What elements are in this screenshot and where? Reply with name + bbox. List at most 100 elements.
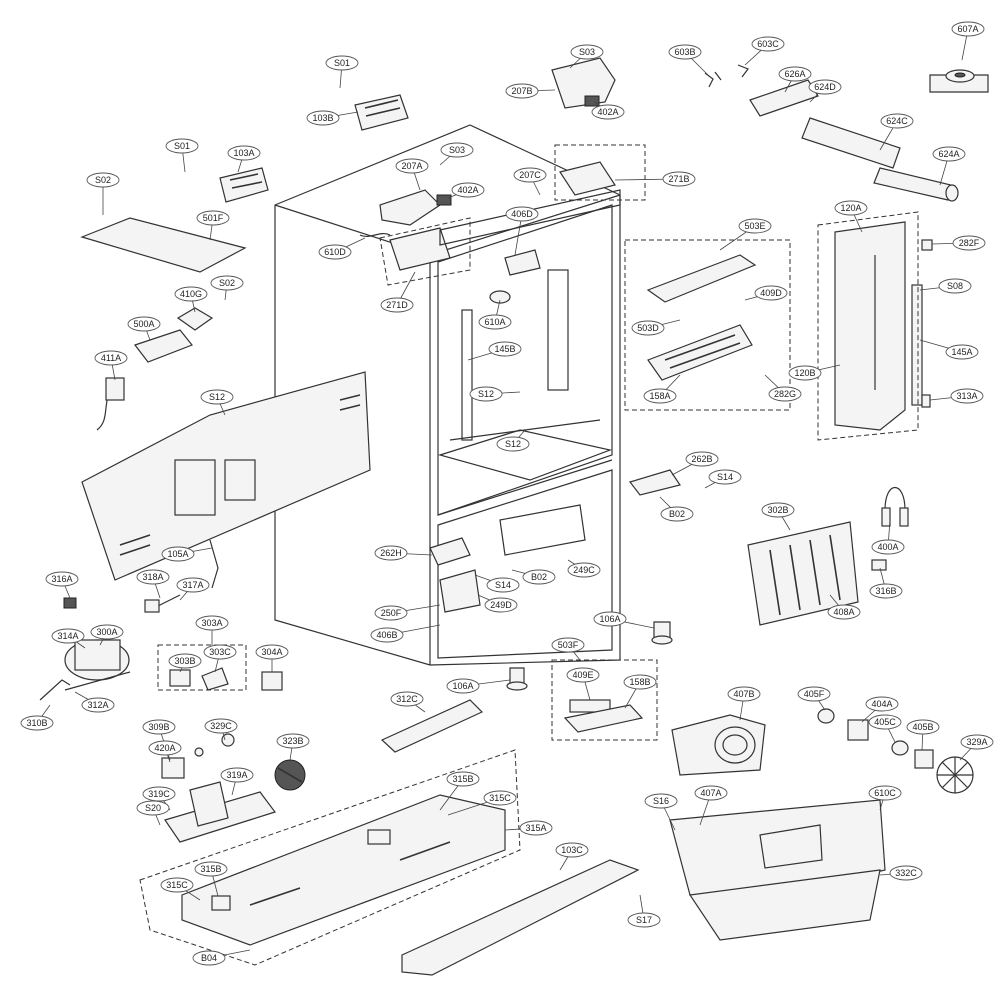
callout-oval — [136, 800, 170, 816]
callout-oval — [871, 539, 905, 555]
callout-145a: 145A — [919, 339, 979, 360]
callout-319c: 319C — [142, 786, 176, 811]
part-number: 315B — [452, 774, 473, 784]
callout-oval — [142, 719, 176, 735]
group-271b — [554, 144, 646, 201]
callout-oval — [195, 615, 229, 631]
callout-s08: S08 — [919, 278, 972, 294]
callout-oval — [768, 386, 802, 402]
callout-oval — [505, 83, 539, 99]
part-number: 406B — [376, 630, 397, 640]
part-number: 319A — [226, 770, 247, 780]
callout-oval — [81, 697, 115, 713]
callout-oval — [374, 605, 408, 621]
callout-oval — [945, 344, 979, 360]
callout-oval — [380, 297, 414, 313]
callout-oval — [306, 110, 340, 126]
callout-oval — [567, 562, 601, 578]
part-number: 300A — [96, 627, 117, 637]
callout-s20: S20 — [136, 800, 170, 826]
callout-oval — [478, 314, 512, 330]
part-number: 103A — [233, 148, 254, 158]
part-number: 323B — [282, 736, 303, 746]
callout-262b: 262B — [671, 451, 719, 476]
part-number: 103B — [312, 113, 333, 123]
part-number: 120B — [794, 368, 815, 378]
callout-626a: 626A — [778, 66, 812, 93]
callout-503d: 503D — [631, 319, 681, 336]
callout-oval — [880, 113, 914, 129]
part-number: 271D — [386, 300, 408, 310]
callout-oval — [86, 172, 120, 188]
callout-624d: 624D — [808, 79, 842, 103]
callout-315c: 315C — [447, 790, 517, 816]
callout-oval — [318, 244, 352, 260]
part-number: 158B — [629, 677, 650, 687]
callout-oval — [591, 104, 625, 120]
part-number: 304A — [261, 647, 282, 657]
part-number: 503D — [637, 323, 659, 333]
callout-oval — [276, 733, 310, 749]
callout-249d: 249D — [477, 594, 518, 613]
part-number: 610A — [484, 317, 505, 327]
callout-282f: 282F — [931, 235, 986, 251]
callout-oval — [165, 138, 199, 154]
part-number: 503F — [558, 640, 579, 650]
refrigerator-cabinet — [274, 124, 621, 666]
callout-323b: 323B — [276, 733, 310, 761]
callout-oval — [754, 285, 788, 301]
callout-s01: S01 — [165, 138, 199, 173]
callout-317a: 317A — [176, 577, 210, 601]
callout-oval — [161, 546, 195, 562]
callout-406d: 406D — [505, 206, 539, 256]
callout-402a: 402A — [591, 101, 625, 120]
callout-503f: 503F — [551, 637, 585, 661]
callout-oval — [203, 644, 237, 660]
part-number: 317A — [182, 580, 203, 590]
part-number: S03 — [449, 145, 465, 155]
callout-oval — [834, 200, 868, 216]
callout-oval — [797, 686, 831, 702]
group-120a — [817, 211, 919, 441]
part-number: 315B — [200, 864, 221, 874]
callout-oval — [566, 667, 600, 683]
part-number: S16 — [653, 796, 669, 806]
part-number: S20 — [145, 803, 161, 813]
callout-105a: 105A — [161, 546, 213, 562]
callout-oval — [160, 877, 194, 893]
callout-408a: 408A — [827, 594, 861, 620]
callout-145b: 145B — [467, 341, 522, 361]
callout-oval — [505, 206, 539, 222]
part-number: 610D — [324, 247, 346, 257]
callout-s12: S12 — [496, 429, 530, 452]
callout-oval — [551, 637, 585, 653]
callout-103c: 103C — [555, 842, 589, 871]
callout-oval — [220, 767, 254, 783]
part-number: 503E — [744, 221, 765, 231]
callout-oval — [868, 785, 902, 801]
callout-oval — [51, 628, 85, 644]
part-number: 603B — [674, 47, 695, 57]
part-number: 310B — [26, 718, 47, 728]
callout-313a: 313A — [929, 388, 984, 404]
callout-271b: 271B — [614, 171, 696, 187]
callout-103a: 103A — [227, 145, 261, 173]
callout-oval — [513, 167, 547, 183]
callout-oval — [778, 66, 812, 82]
callout-332c: 332C — [879, 865, 923, 881]
part-number: 405B — [912, 722, 933, 732]
callout-103b: 103B — [306, 110, 359, 126]
part-number: 405C — [874, 717, 896, 727]
callout-411a: 411A — [94, 350, 128, 381]
part-number: 624A — [938, 149, 959, 159]
part-number: 249C — [573, 565, 595, 575]
callout-oval — [90, 624, 124, 640]
callout-303c: 303C — [203, 644, 237, 673]
callout-oval — [627, 912, 661, 928]
part-number: 250F — [381, 608, 402, 618]
callout-oval — [868, 714, 902, 730]
callout-oval — [486, 577, 520, 593]
callout-oval — [694, 785, 728, 801]
callout-s02: S02 — [210, 275, 244, 301]
callout-oval — [483, 790, 517, 806]
